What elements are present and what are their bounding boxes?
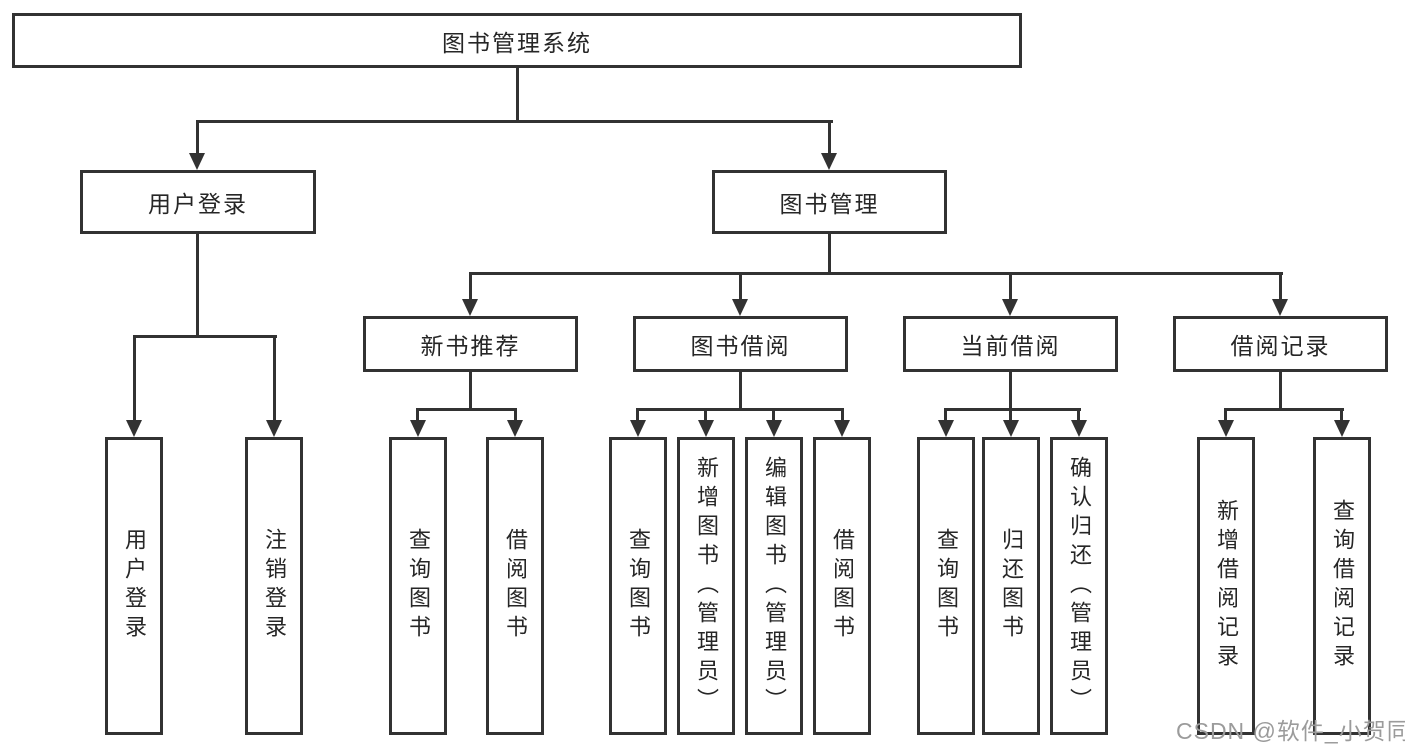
node-book-borrowing-label: 图书借阅 <box>690 333 791 359</box>
connector-line <box>841 408 844 424</box>
node-user-login: 用户登录 <box>80 170 316 234</box>
leaf-borrowing-query-books-label: 查询图书 <box>626 528 651 644</box>
connector-arrowhead <box>189 153 205 170</box>
node-root: 图书管理系统 <box>12 13 1022 68</box>
node-borrowing-records: 借阅记录 <box>1173 316 1388 372</box>
connector-line <box>133 335 277 338</box>
connector-arrowhead <box>630 420 646 437</box>
connector-arrowhead <box>834 420 850 437</box>
connector-arrowhead <box>1272 299 1288 316</box>
leaf-borrowing-edit-books-admin-label: 编辑图书（管理员） <box>762 455 787 717</box>
connector-line <box>739 372 742 410</box>
leaf-current-confirm-return-admin: 确认归还（管理员） <box>1050 437 1108 735</box>
connector-line <box>828 120 831 158</box>
node-current-borrowing-label: 当前借阅 <box>960 333 1061 359</box>
connector-line <box>636 408 639 424</box>
leaf-recommend-borrow-books-label: 借阅图书 <box>503 528 528 644</box>
connector-line <box>469 372 472 410</box>
node-new-book-recommend-label: 新书推荐 <box>420 333 521 359</box>
leaf-current-query-books-label: 查询图书 <box>934 528 959 644</box>
connector-line <box>1009 372 1012 410</box>
node-new-book-recommend: 新书推荐 <box>363 316 578 372</box>
connector-line <box>1279 272 1282 302</box>
connector-line <box>514 408 517 424</box>
leaf-borrowing-borrow-books-label: 借阅图书 <box>830 528 855 644</box>
leaf-records-query-borrow-record-label: 查询借阅记录 <box>1330 499 1355 673</box>
connector-line <box>772 408 775 424</box>
connector-arrowhead <box>410 420 426 437</box>
leaf-borrowing-add-books-admin-label: 新增图书（管理员） <box>694 455 719 717</box>
connector-arrowhead <box>1071 420 1087 437</box>
connector-line <box>196 120 833 123</box>
node-book-management-label: 图书管理 <box>779 191 880 217</box>
node-borrowing-records-label: 借阅记录 <box>1230 333 1331 359</box>
connector-arrowhead <box>462 299 478 316</box>
connector-line <box>196 120 199 158</box>
leaf-logout-login: 注销登录 <box>245 437 303 735</box>
connector-arrowhead <box>821 153 837 170</box>
node-current-borrowing: 当前借阅 <box>903 316 1118 372</box>
leaf-current-return-books: 归还图书 <box>982 437 1040 735</box>
connector-arrowhead <box>1334 420 1350 437</box>
connector-line <box>196 234 199 337</box>
connector-line <box>273 335 276 423</box>
connector-line <box>704 408 707 424</box>
connector-arrowhead <box>1218 420 1234 437</box>
node-user-login-label: 用户登录 <box>148 191 248 217</box>
connector-line <box>1224 408 1227 424</box>
node-root-label: 图书管理系统 <box>442 29 592 56</box>
leaf-recommend-borrow-books: 借阅图书 <box>486 437 544 735</box>
connector-arrowhead <box>266 420 282 437</box>
connector-line <box>469 272 1283 275</box>
leaf-user-login-label: 用户登录 <box>122 528 147 644</box>
leaf-records-add-borrow-record-label: 新增借阅记录 <box>1214 499 1239 673</box>
connector-line <box>636 408 844 411</box>
leaf-borrowing-query-books: 查询图书 <box>609 437 667 735</box>
connector-line <box>944 408 947 424</box>
connector-line <box>416 408 419 424</box>
connector-line <box>1009 272 1012 302</box>
connector-line <box>1009 408 1012 424</box>
node-book-management: 图书管理 <box>712 170 947 234</box>
connector-arrowhead <box>938 420 954 437</box>
leaf-recommend-query-books-label: 查询图书 <box>406 528 431 644</box>
connector-line <box>516 68 519 122</box>
leaf-borrowing-borrow-books: 借阅图书 <box>813 437 871 735</box>
leaf-recommend-query-books: 查询图书 <box>389 437 447 735</box>
connector-line <box>133 335 136 423</box>
connector-arrowhead <box>732 299 748 316</box>
leaf-current-confirm-return-admin-label: 确认归还（管理员） <box>1067 455 1092 717</box>
connector-line <box>1224 408 1344 411</box>
connector-line <box>1340 408 1343 424</box>
leaf-records-query-borrow-record: 查询借阅记录 <box>1313 437 1371 735</box>
connector-arrowhead <box>1002 299 1018 316</box>
connector-line <box>739 272 742 302</box>
connector-arrowhead <box>698 420 714 437</box>
connector-arrowhead <box>1003 420 1019 437</box>
leaf-borrowing-add-books-admin: 新增图书（管理员） <box>677 437 735 735</box>
watermark: CSDN @软件_小贺同学 <box>1176 718 1405 744</box>
connector-line <box>1279 372 1282 410</box>
leaf-records-add-borrow-record: 新增借阅记录 <box>1197 437 1255 735</box>
connector-line <box>1077 408 1080 424</box>
leaf-current-query-books: 查询图书 <box>917 437 975 735</box>
leaf-borrowing-edit-books-admin: 编辑图书（管理员） <box>745 437 803 735</box>
leaf-current-return-books-label: 归还图书 <box>999 528 1024 644</box>
leaf-logout-login-label: 注销登录 <box>262 528 287 644</box>
leaf-user-login: 用户登录 <box>105 437 163 735</box>
connector-line <box>828 234 831 274</box>
connector-line <box>944 408 1081 411</box>
connector-arrowhead <box>126 420 142 437</box>
connector-arrowhead <box>766 420 782 437</box>
connector-line <box>469 272 472 302</box>
node-book-borrowing: 图书借阅 <box>633 316 848 372</box>
connector-arrowhead <box>507 420 523 437</box>
connector-line <box>416 408 517 411</box>
